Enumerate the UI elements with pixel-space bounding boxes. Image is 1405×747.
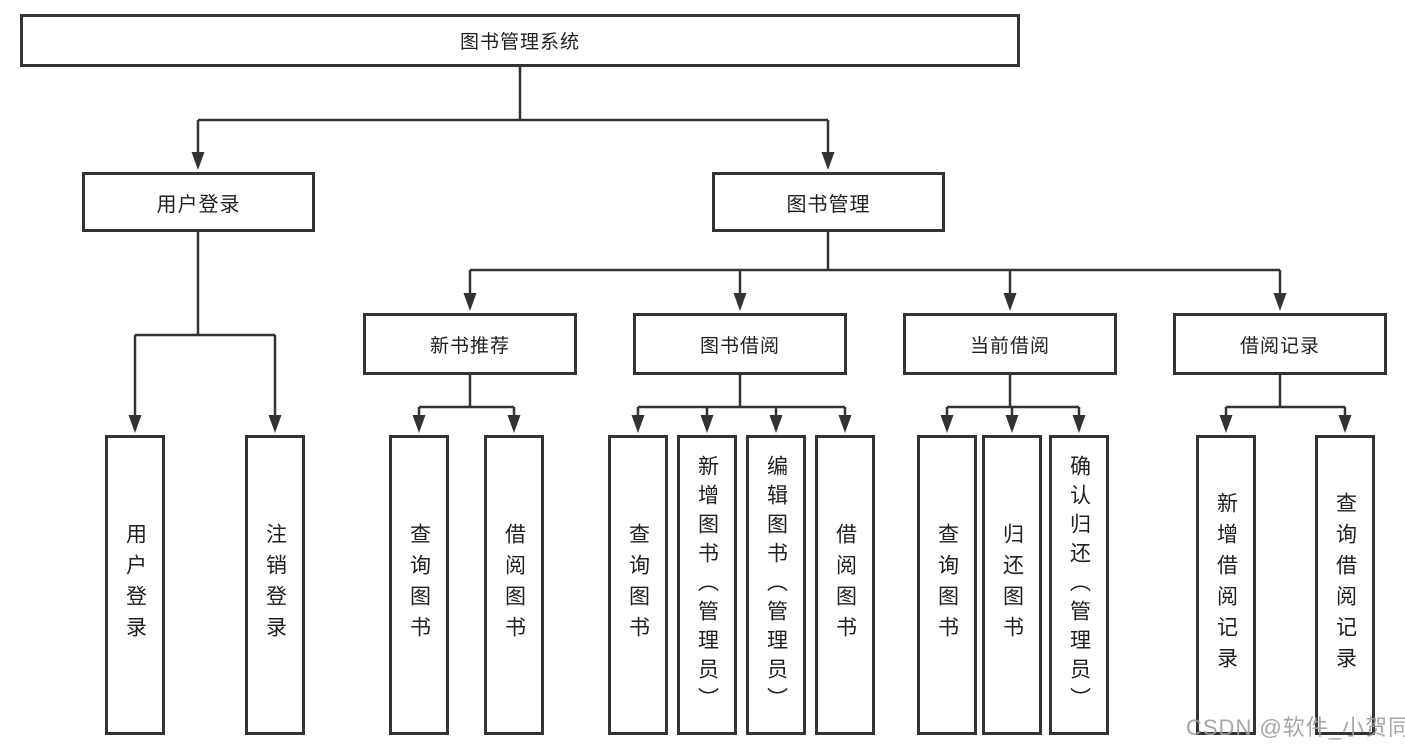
node-leaf-add-borrow-record: 新增借阅记录: [1196, 435, 1256, 735]
leaf-label: 借阅图书: [502, 523, 526, 647]
node-leaf-query-books-recommend: 查询图书: [389, 435, 449, 735]
leaf-label: 新增图书（管理员）: [695, 454, 719, 716]
leaf-label: 查询图书: [407, 523, 431, 647]
node-leaf-return-books: 归还图书: [982, 435, 1042, 735]
leaf-label: 查询借阅记录: [1333, 492, 1357, 678]
csdn-watermark: CSDN @软件_小贺同学: [1186, 715, 1405, 740]
leaf-label: 注销登录: [263, 523, 287, 647]
leaf-label: 归还图书: [1000, 523, 1024, 647]
node-leaf-user-login: 用户登录: [105, 435, 165, 735]
leaf-label: 用户登录: [123, 523, 147, 647]
node-user-login: 用户登录: [82, 172, 315, 232]
node-leaf-confirm-return-admin: 确认归还（管理员）: [1049, 435, 1109, 735]
node-leaf-query-books-current: 查询图书: [917, 435, 977, 735]
node-leaf-borrow-books-recommend: 借阅图书: [484, 435, 544, 735]
node-leaf-borrow-books: 借阅图书: [815, 435, 875, 735]
leaf-label: 新增借阅记录: [1214, 492, 1238, 678]
node-book-management: 图书管理: [712, 172, 945, 232]
leaf-label: 查询图书: [935, 523, 959, 647]
leaf-label: 查询图书: [626, 523, 650, 647]
node-borrow-records: 借阅记录: [1173, 313, 1387, 375]
node-new-book-recommend: 新书推荐: [363, 313, 577, 375]
node-leaf-query-borrow-record: 查询借阅记录: [1315, 435, 1375, 735]
node-library-system: 图书管理系统: [20, 14, 1020, 67]
node-leaf-logout: 注销登录: [245, 435, 305, 735]
leaf-label: 确认归还（管理员）: [1067, 454, 1091, 716]
node-leaf-add-book-admin: 新增图书（管理员）: [677, 435, 737, 735]
leaf-label: 借阅图书: [833, 523, 857, 647]
node-leaf-query-books-borrowing: 查询图书: [608, 435, 668, 735]
node-leaf-edit-book-admin: 编辑图书（管理员）: [746, 435, 806, 735]
tree-edges: [133, 67, 1347, 419]
leaf-label: 编辑图书（管理员）: [764, 454, 788, 716]
node-current-borrowing: 当前借阅: [903, 313, 1117, 375]
node-book-borrowing: 图书借阅: [633, 313, 847, 375]
